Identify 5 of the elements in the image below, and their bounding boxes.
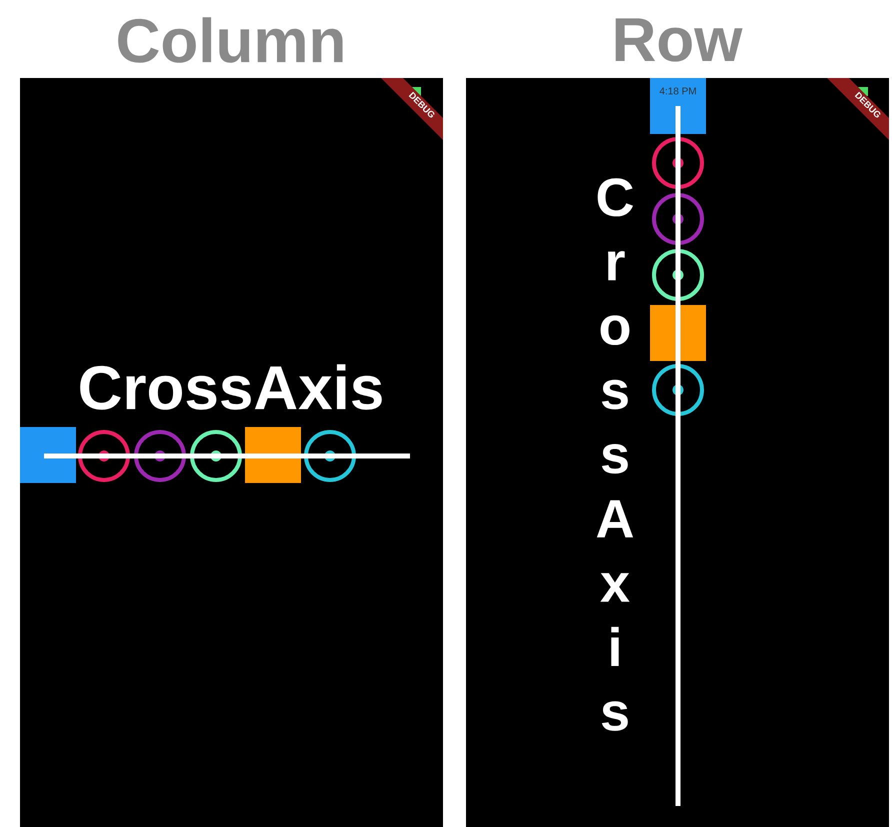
axis-title: CrossAxis xyxy=(596,178,634,731)
heading: Column xyxy=(118,17,343,63)
axis-title: CrossAxis xyxy=(80,364,382,410)
heading: Row xyxy=(616,18,743,62)
status-time: 4:18 PM xyxy=(660,87,696,95)
